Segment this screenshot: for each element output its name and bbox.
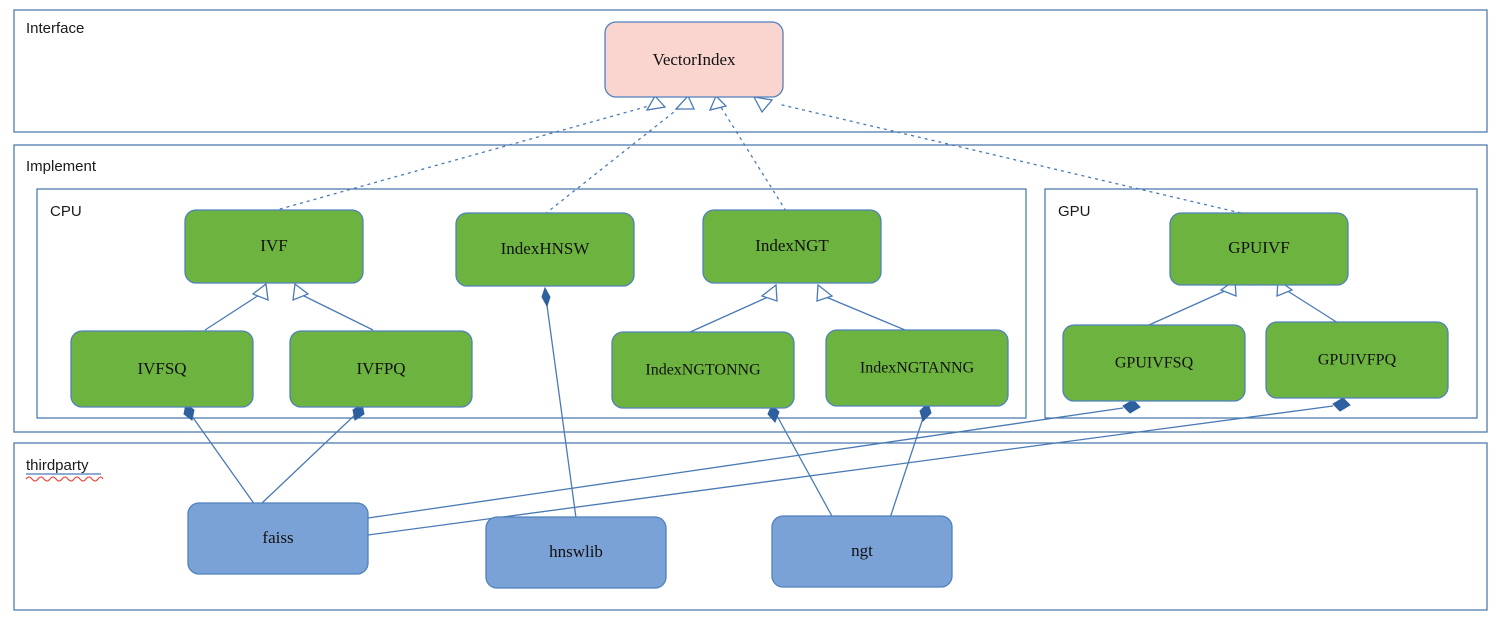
edge-faiss-to-gpuivfsq [367, 399, 1141, 519]
edge-ivfsq-to-ivf [204, 282, 269, 331]
node-ivf[interactable]: IVF [184, 209, 364, 284]
node-label-indexngt: IndexNGT [755, 236, 829, 255]
edge-indexhnsw-to-vectorindex [544, 94, 696, 215]
node-indexngt[interactable]: IndexNGT [702, 209, 882, 284]
node-label-indexngtonng: IndexNGTONNG [645, 362, 761, 379]
node-faiss[interactable]: faiss [187, 502, 369, 575]
group-label-implement: Implement [26, 158, 97, 175]
node-indexhnsw[interactable]: IndexHNSW [455, 212, 635, 287]
node-hnswlib[interactable]: hnswlib [485, 516, 667, 589]
edge-faiss-to-ivfsq [183, 403, 256, 506]
edge-ngt-to-indexngtanng [889, 402, 932, 519]
group-label-interface: Interface [26, 20, 84, 37]
node-label-vectorindex: VectorIndex [652, 50, 736, 69]
node-indexngtanng[interactable]: IndexNGTANNG [825, 329, 1009, 407]
spellcheck-squiggle [25, 476, 104, 482]
group-label-cpu: CPU [50, 203, 82, 220]
node-label-hnswlib: hnswlib [549, 542, 603, 561]
node-label-gpuivf: GPUIVF [1228, 238, 1289, 257]
node-label-indexhnsw: IndexHNSW [501, 239, 591, 258]
edge-gpuivf-to-vectorindex [752, 96, 1242, 214]
edge-ivf-to-vectorindex [272, 94, 667, 212]
node-label-ivfsq: IVFSQ [137, 359, 186, 378]
node-ivfsq[interactable]: IVFSQ [70, 330, 254, 408]
node-label-faiss: faiss [262, 528, 293, 547]
edge-ivfpq-to-ivf [292, 282, 374, 331]
node-label-gpuivfpq: GPUIVFPQ [1318, 352, 1397, 369]
group-label-gpu: GPU [1058, 203, 1091, 220]
node-vectorindex[interactable]: VectorIndex [604, 21, 784, 98]
node-label-gpuivfsq: GPUIVFSQ [1115, 355, 1194, 372]
edge-indexngt-to-vectorindex [708, 94, 787, 212]
node-gpuivfpq[interactable]: GPUIVFPQ [1265, 321, 1449, 399]
node-ngt[interactable]: ngt [771, 515, 953, 588]
edge-faiss-to-ivfpq [261, 403, 365, 504]
edge-hnswlib-to-indexhnsw [541, 286, 577, 519]
node-ivfpq[interactable]: IVFPQ [289, 330, 473, 408]
edge-indexngtanng-to-indexngt [816, 283, 906, 331]
node-label-ngt: ngt [851, 541, 873, 560]
edge-ngt-to-indexngtonng [767, 404, 834, 519]
node-indexngtonng[interactable]: IndexNGTONNG [611, 331, 795, 409]
edge-indexngtonng-to-indexngt [687, 283, 778, 334]
node-gpuivf[interactable]: GPUIVF [1169, 212, 1349, 286]
node-gpuivfsq[interactable]: GPUIVFSQ [1062, 324, 1246, 402]
node-label-ivfpq: IVFPQ [356, 359, 405, 378]
node-label-ivf: IVF [260, 236, 287, 255]
node-label-indexngtanng: IndexNGTANNG [860, 360, 975, 377]
edge-faiss-to-gpuivfpq [367, 397, 1351, 536]
group-label-thirdparty: thirdparty [26, 457, 89, 474]
